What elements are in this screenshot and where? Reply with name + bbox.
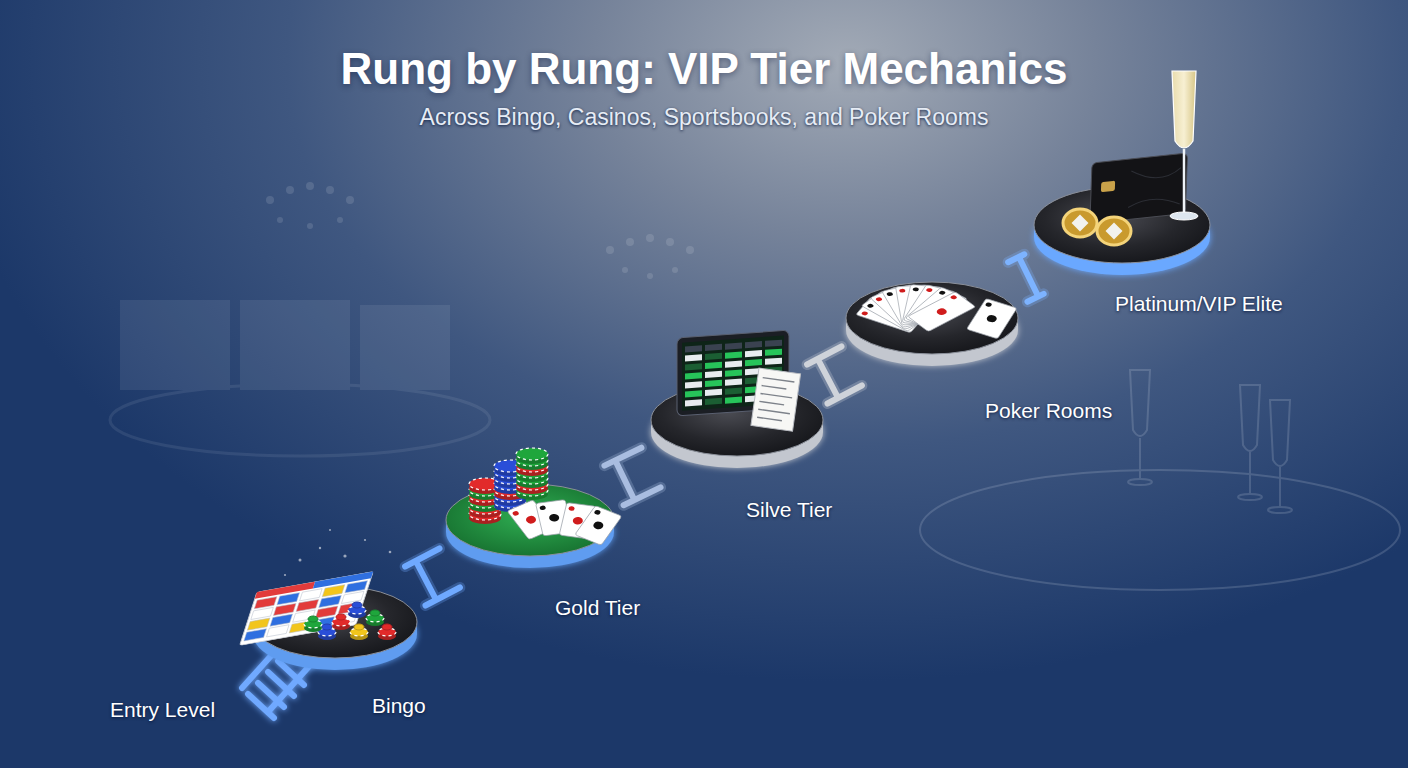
platform-disc [846, 282, 1018, 366]
ladder-segment-group [604, 448, 660, 505]
tier-label: Silve Tier [746, 498, 832, 522]
tier-platform: Gold Tier [446, 484, 614, 568]
tier-label: Bingo [372, 694, 426, 718]
ladder-segment-group [1008, 254, 1044, 301]
playing-card [908, 292, 976, 332]
ladder-glow [1008, 254, 1044, 301]
faint-screens [110, 300, 490, 456]
marker-knob [322, 624, 332, 630]
marker-knob [382, 624, 392, 630]
card-fan [856, 284, 976, 332]
marker-knob [308, 616, 318, 622]
tier-platform: Bingo [253, 586, 417, 670]
card-spread [507, 500, 622, 546]
diagram-title: Rung by Rung: VIP Tier Mechanics [0, 44, 1408, 94]
ladder-glow [405, 549, 460, 606]
ladder-segment-group [807, 347, 862, 404]
tier-label: Poker Rooms [985, 399, 1112, 423]
ladder-segment [1008, 254, 1044, 301]
ladder-glow [807, 347, 862, 404]
marker-knob [370, 610, 380, 616]
cufflink [1063, 209, 1097, 237]
faint-chandelier [266, 182, 694, 279]
champagne-glass [1170, 71, 1198, 220]
bet-slip [751, 368, 801, 431]
chip [516, 448, 548, 460]
bingo-card [240, 572, 374, 646]
ladder-segment [807, 347, 862, 404]
playing-card [966, 298, 1017, 338]
sparkles [284, 529, 411, 576]
black-card [1090, 153, 1188, 224]
ladder-segment [405, 549, 460, 606]
entry-label: Entry Level [110, 698, 215, 722]
tier-platform: Poker Rooms [846, 282, 1018, 366]
cufflink [1097, 217, 1131, 245]
ladder-segment-group [405, 549, 460, 606]
faint-glasses [920, 370, 1400, 590]
playing-card [575, 506, 622, 546]
marker-knob [354, 624, 364, 630]
tier-label: Platinum/VIP Elite [1115, 292, 1283, 316]
platform-art [846, 282, 1018, 366]
platform-art [446, 484, 614, 568]
platform-art [1034, 187, 1210, 275]
marker-knob [352, 602, 362, 608]
tier-platform: Silve Tier [651, 384, 823, 468]
ladder-segment [604, 448, 660, 505]
platform-art [651, 384, 823, 468]
tier-label: Gold Tier [555, 596, 640, 620]
marker-knob [336, 614, 346, 620]
subtitle: Across Bingo, Casinos, Sportsbooks, and … [0, 104, 1408, 131]
tier-platform: Platinum/VIP Elite [1034, 187, 1210, 275]
ladder-glow [604, 448, 660, 505]
platform-art [253, 586, 417, 670]
